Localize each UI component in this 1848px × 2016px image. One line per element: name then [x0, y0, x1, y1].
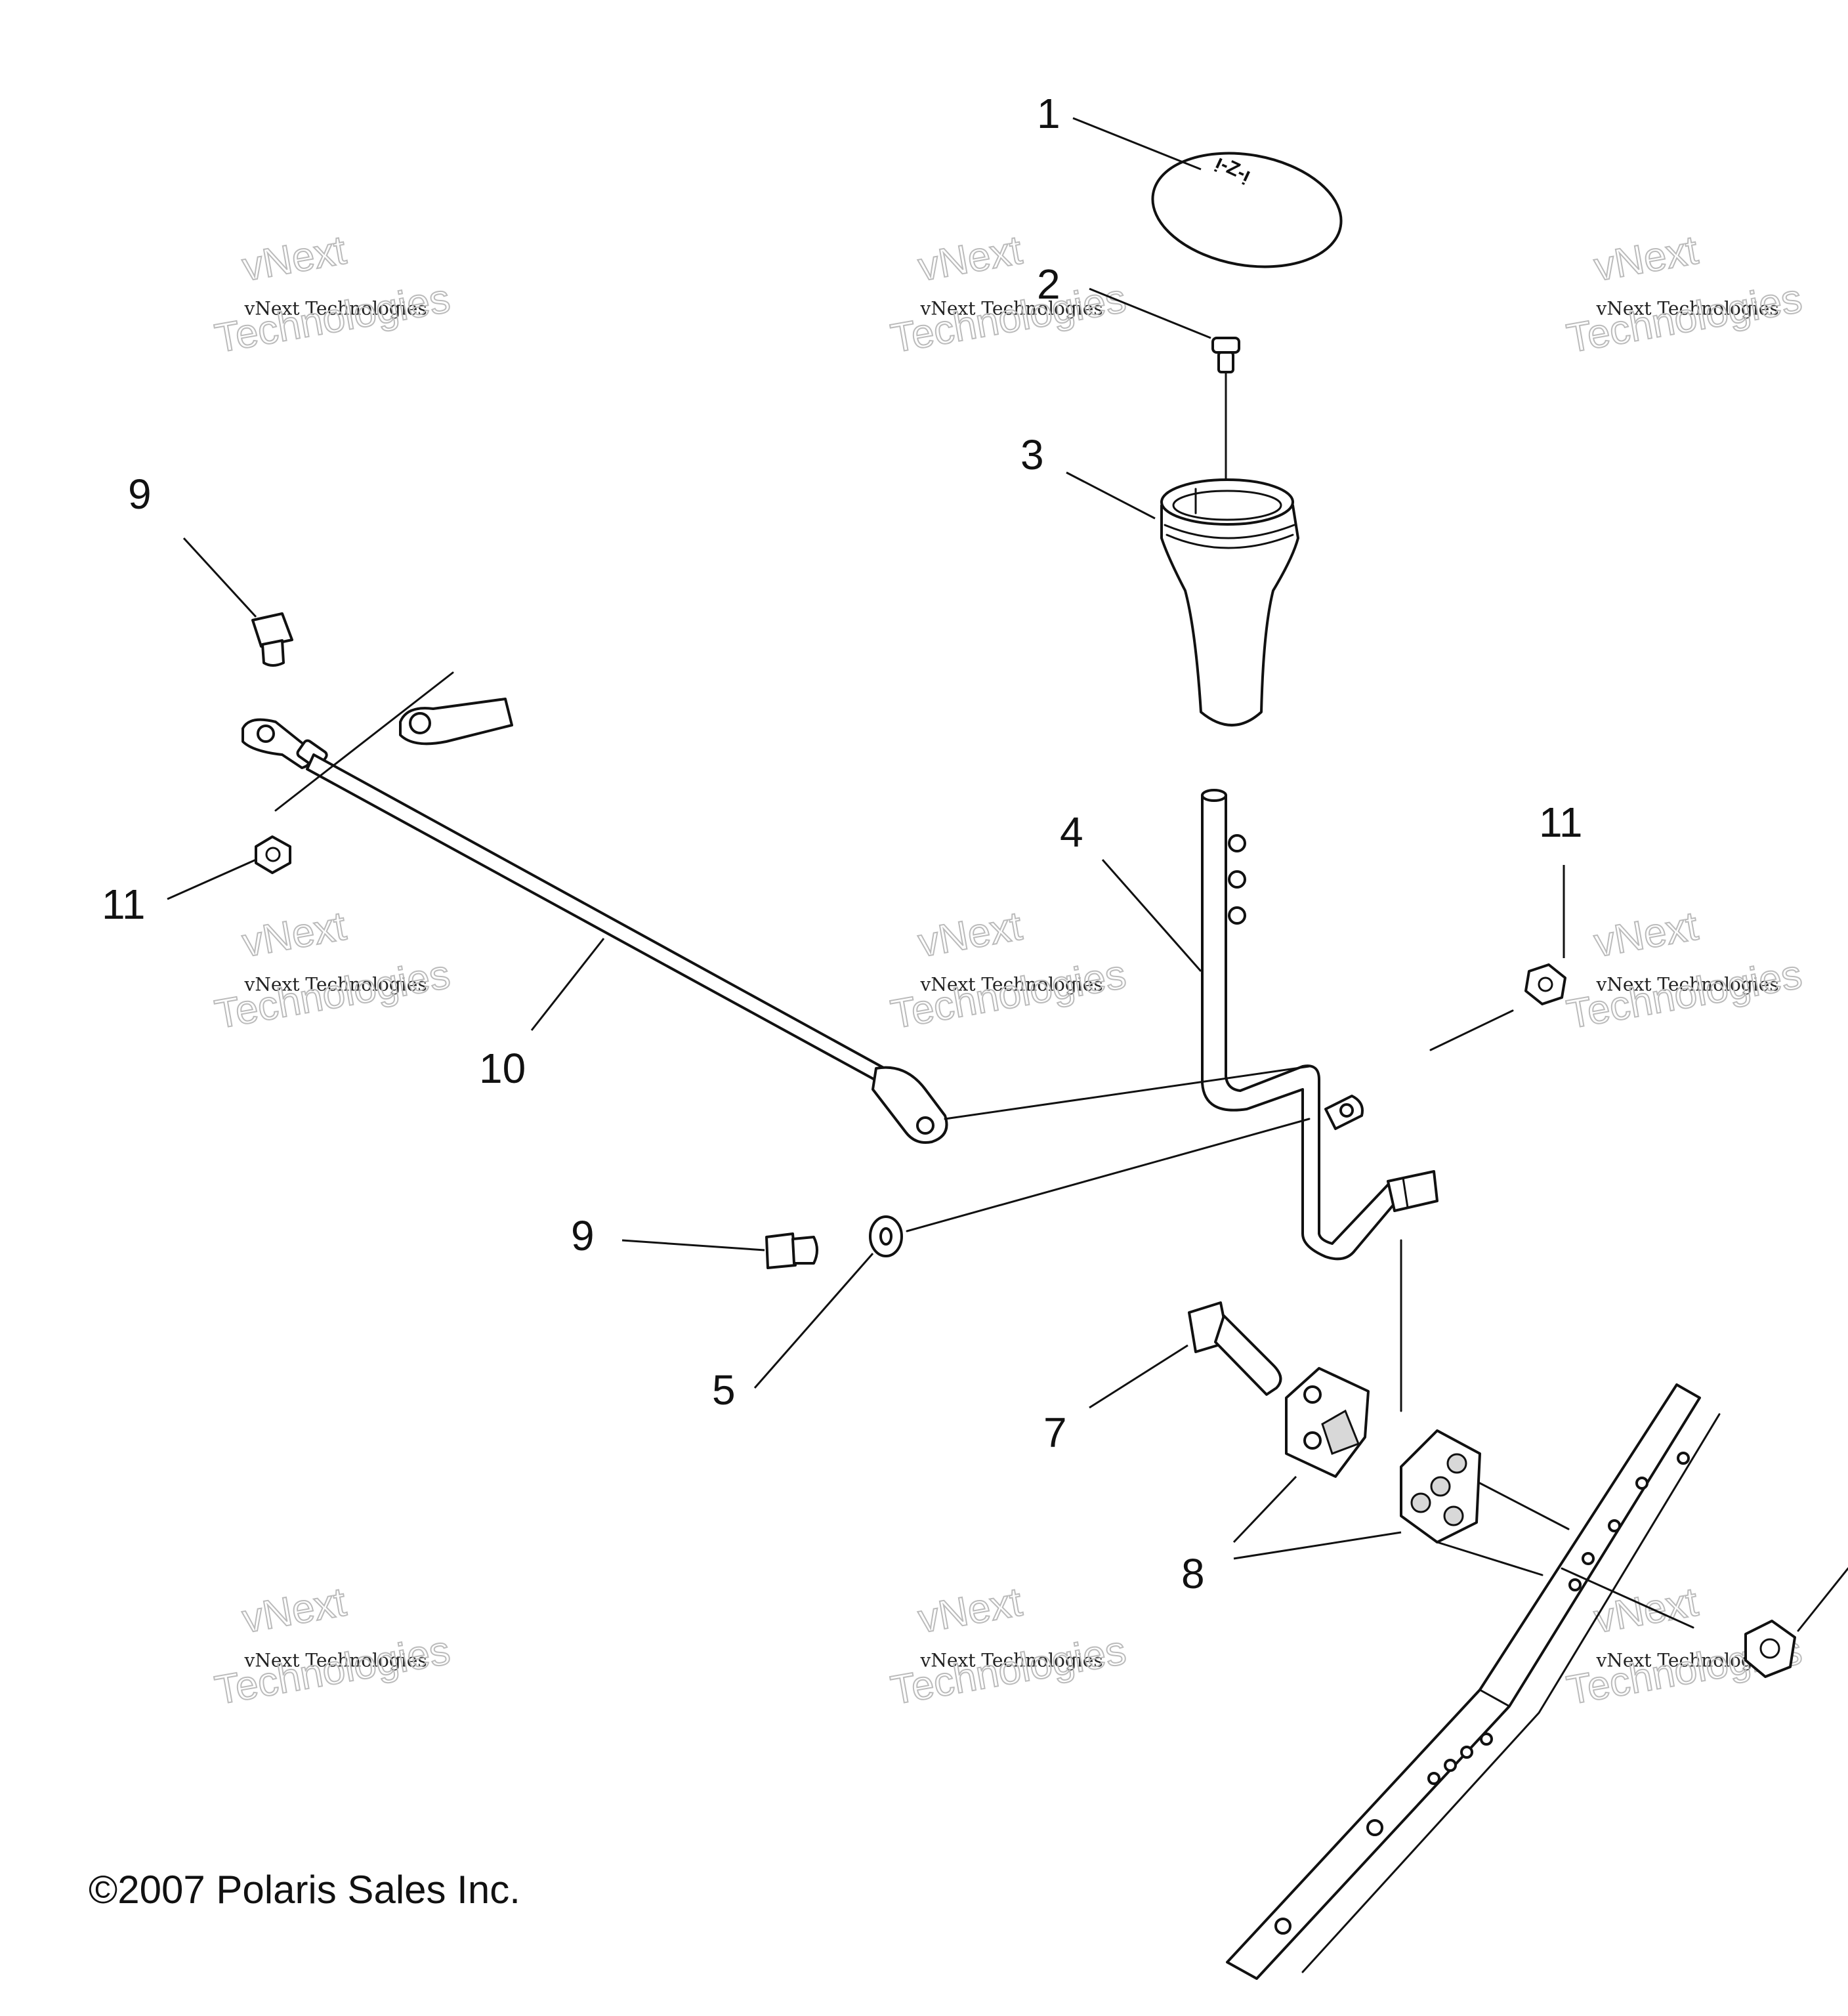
svg-text:vNext Technologies: vNext Technologies: [244, 973, 427, 995]
callout-7: 7: [1043, 1409, 1067, 1456]
part-8-bushing-right: [1400, 1429, 1481, 1544]
callout-10: 10: [479, 1045, 526, 1092]
part-9-bolt-lower: [765, 1232, 818, 1269]
callout-9-upper: 9: [128, 471, 152, 518]
frame-rail: [1226, 1383, 1721, 1980]
watermark: vNext vNext Technologies Technologies: [211, 903, 453, 1038]
watermark: vNext vNext Technologies Technologies: [887, 227, 1129, 362]
part-5-washer: [869, 1215, 903, 1257]
callout-9-lower: 9: [571, 1212, 595, 1259]
svg-text:vNext: vNext: [1591, 228, 1701, 290]
svg-text:vNext: vNext: [1591, 904, 1701, 966]
part-1-knob-cap: ᴉ-Z-ᴉ: [1151, 152, 1343, 268]
leader-lines: [167, 117, 1565, 1560]
part-2-screw: [1211, 337, 1240, 487]
svg-text:vNext: vNext: [239, 228, 349, 290]
callout-1: 1: [1037, 90, 1060, 137]
svg-text:vNext: vNext: [239, 904, 349, 966]
watermark: vNext vNext Technologies Technologies: [1563, 903, 1805, 1038]
svg-text:vNext Technologies: vNext Technologies: [244, 297, 427, 319]
callout-8: 8: [1181, 1550, 1205, 1597]
svg-text:vNext Technologies: vNext Technologies: [920, 973, 1103, 995]
svg-text:vNext Technologies: vNext Technologies: [1596, 973, 1779, 995]
callout-5: 5: [712, 1366, 736, 1414]
part-11-nut-frame: [1744, 1620, 1796, 1678]
svg-text:vNext Technologies: vNext Technologies: [920, 297, 1103, 319]
watermark: vNext vNext Technologies Technologies: [887, 903, 1129, 1038]
callout-11-left: 11: [102, 881, 145, 928]
callout-11-right: 11: [1539, 799, 1582, 846]
part-11-nut-left: [255, 835, 291, 874]
svg-text:vNext: vNext: [915, 228, 1025, 290]
svg-text:vNext Technologies: vNext Technologies: [1596, 297, 1779, 319]
svg-text:vNext: vNext: [915, 904, 1025, 966]
part-9-bolt-upper: [251, 612, 293, 667]
copyright-text: ©2007 Polaris Sales Inc.: [89, 1868, 520, 1912]
svg-text:vNext: vNext: [239, 1580, 349, 1642]
part-10-linkage-rod: [242, 718, 1311, 1144]
part-11-nut-right: [1524, 963, 1566, 1005]
part-8-bushing-left: [1285, 1367, 1370, 1478]
svg-text:vNext Technologies: vNext Technologies: [920, 1649, 1103, 1671]
assembly-lines: [906, 1009, 1848, 1632]
watermark: vNext vNext Technologies Technologies: [211, 1579, 453, 1714]
part-3-knob-body: [1160, 478, 1299, 726]
svg-text:vNext: vNext: [915, 1580, 1025, 1642]
part-4-shift-lever: [1201, 789, 1438, 1261]
callout-4: 4: [1060, 808, 1083, 856]
watermark: vNext vNext Technologies Technologies: [887, 1579, 1129, 1714]
part-7-bolt: [1188, 1301, 1282, 1396]
clevis-bracket: [274, 671, 513, 812]
callout-3: 3: [1020, 431, 1044, 478]
svg-text:vNext Technologies: vNext Technologies: [244, 1649, 427, 1671]
watermark: vNext vNext Technologies Technologies: [1563, 227, 1805, 362]
watermark: vNext vNext Technologies Technologies: [211, 227, 453, 362]
callout-2: 2: [1037, 261, 1060, 308]
